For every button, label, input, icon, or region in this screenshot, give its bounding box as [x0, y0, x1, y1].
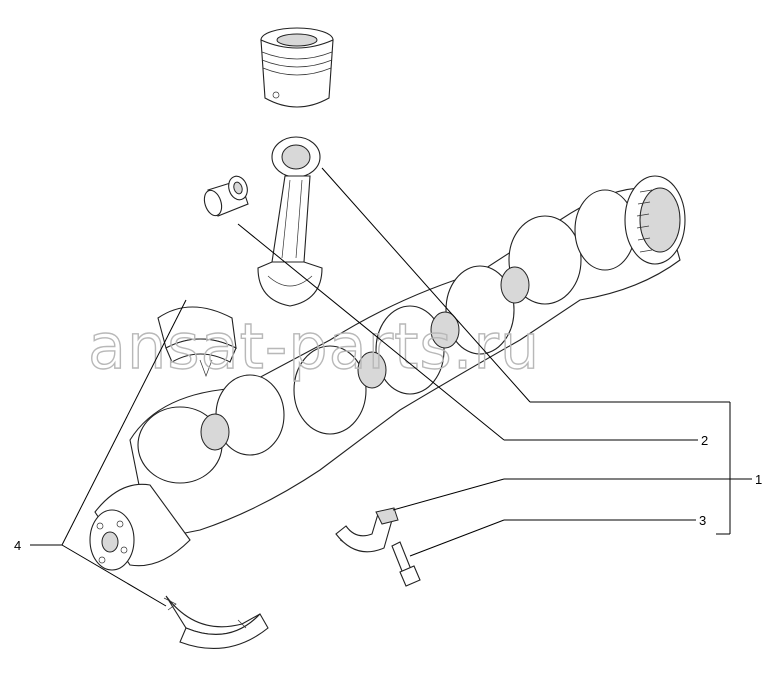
piston-drawing: [260, 27, 334, 108]
callout-2: 2: [701, 433, 708, 448]
callout-1: 1: [755, 472, 762, 487]
connecting-rod-drawing: [257, 136, 323, 307]
lower-bearing-shell-drawing: [163, 595, 269, 649]
callout-4: 4: [14, 538, 21, 553]
rod-bolt-drawing: [391, 541, 421, 587]
leader-lines: [30, 167, 752, 607]
watermark-text: ansat-parts.ru: [88, 310, 540, 383]
crankshaft-drawing: [89, 175, 686, 571]
piston-pin-drawing: [203, 175, 249, 217]
callout-3: 3: [699, 513, 706, 528]
rod-cap-drawing: [335, 507, 399, 553]
